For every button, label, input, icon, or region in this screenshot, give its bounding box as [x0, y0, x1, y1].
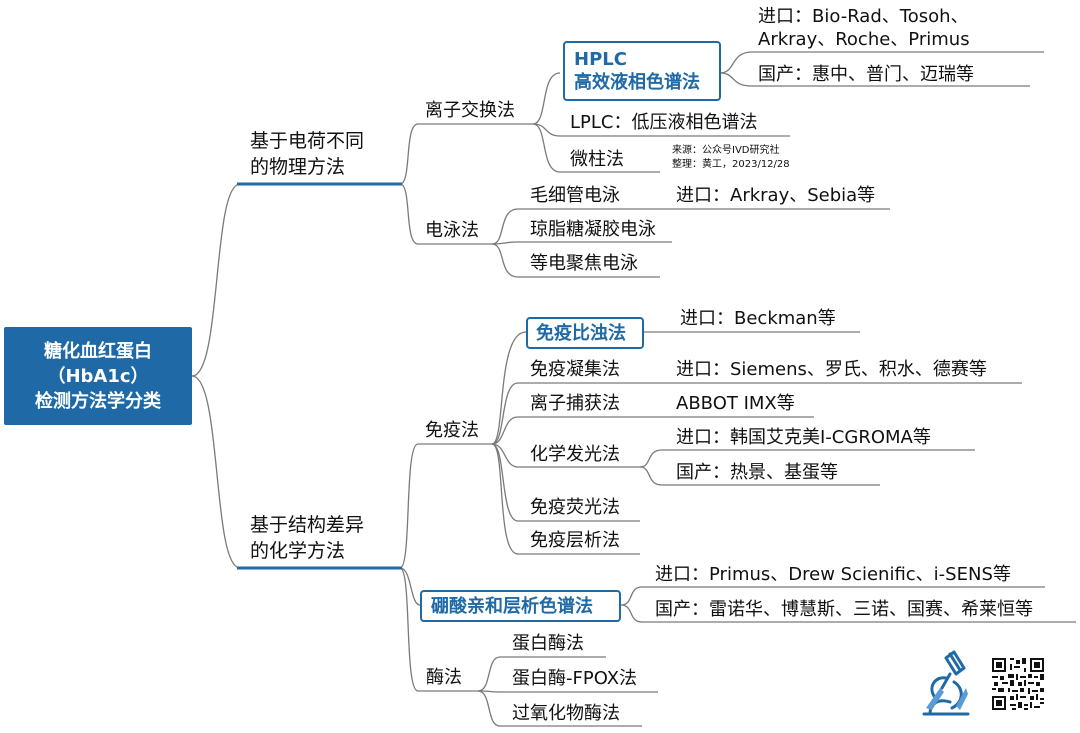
hplc-domestic: 国产：惠中、普门、迈瑞等 — [758, 64, 974, 85]
agarose-node: 琼脂糖凝胶电泳 — [530, 219, 656, 240]
turbidimetry-box: 免疫比浊法 — [526, 317, 644, 349]
compiler-line: 整理：黄工，2023/12/28 — [672, 159, 790, 170]
electrophoresis-node: 电泳法 — [425, 220, 479, 241]
protease-node: 蛋白酶法 — [512, 633, 584, 654]
agglutination-node: 免疫凝集法 — [530, 359, 620, 380]
chemiluminescence-domestic: 国产：热景、基蛋等 — [676, 462, 838, 483]
charge-based-branch: 基于电荷不同 的物理方法 — [250, 130, 365, 178]
protease-fpox-node: 蛋白酶-FPOX法 — [512, 668, 638, 689]
agglutination-import: 进口：Siemens、罗氏、积水、德赛等 — [676, 359, 987, 380]
isoelectric-node: 等电聚焦电泳 — [530, 253, 638, 274]
hplc-import-line1: 进口：Bio-Rad、Tosoh、 — [758, 6, 969, 27]
boronate-affinity-box: 硼酸亲和层析色谱法 — [420, 590, 621, 622]
hplc-import-line2: Arkray、Roche、Primus — [758, 29, 970, 50]
peroxidase-node: 过氧化物酶法 — [512, 703, 620, 724]
boronate-import: 进口：Primus、Drew Scienific、i-SENS等 — [655, 564, 1011, 585]
boronate-domestic: 国产：雷诺华、博慧斯、三诺、国赛、希莱恒等 — [655, 599, 1033, 620]
ion-capture-node: 离子捕获法 — [530, 393, 620, 414]
turbidimetry-import: 进口：Beckman等 — [680, 308, 836, 329]
capillary-node: 毛细管电泳 — [530, 185, 620, 206]
chemiluminescence-import: 进口：韩国艾克美I-CGROMA等 — [676, 427, 931, 448]
immuno-node: 免疫法 — [425, 420, 479, 441]
enzyme-node: 酶法 — [426, 667, 462, 688]
fluorescence-node: 免疫荧光法 — [530, 497, 620, 518]
chemiluminescence-node: 化学发光法 — [530, 444, 620, 465]
microscope-icon — [922, 650, 970, 716]
ion-exchange-node: 离子交换法 — [425, 100, 515, 121]
hplc-title: HPLC — [574, 49, 627, 70]
ion-capture-vendor: ABBOT IMX等 — [676, 393, 795, 414]
chromatography-node: 免疫层析法 — [530, 530, 620, 551]
hplc-subtitle: 高效液相色谱法 — [574, 72, 700, 93]
source-line: 来源：公众号IVD研究社 — [672, 145, 780, 156]
microcolumn-node: 微柱法 — [570, 149, 624, 170]
structure-based-branch: 基于结构差异 的化学方法 — [250, 514, 365, 562]
capillary-import: 进口：Arkray、Sebia等 — [676, 185, 876, 206]
root-node: 糖化血红蛋白 （HbA1c） 检测方法学分类 — [4, 327, 192, 425]
hplc-box: HPLC 高效液相色谱法 — [563, 41, 721, 101]
qr-code-icon — [990, 656, 1046, 712]
lplc-node: LPLC：低压液相色谱法 — [570, 112, 758, 133]
